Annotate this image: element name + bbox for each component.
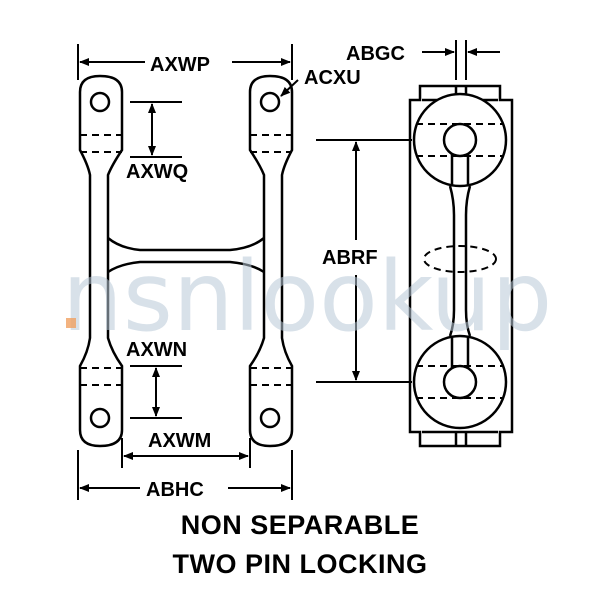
- side-top-boss: [412, 92, 508, 188]
- pin-hole-top-right: [259, 91, 281, 113]
- front-dimensions: [77, 44, 299, 500]
- label-abrf: ABRF: [322, 247, 378, 269]
- side-bottom-pin: [442, 364, 478, 400]
- label-abhc: ABHC: [146, 479, 204, 501]
- pin-hole-bottom-left: [89, 407, 111, 429]
- caption-line-1: NON SEPARABLE: [180, 510, 420, 540]
- pin-hole-top-left: [89, 91, 111, 113]
- side-outer-frame: [408, 84, 514, 448]
- watermark: nsnlookup: [62, 241, 552, 353]
- left-side-bar: [78, 74, 124, 448]
- label-axwq: AXWQ: [126, 161, 188, 183]
- side-dimensions: [316, 40, 500, 383]
- front-view-link: [78, 74, 294, 448]
- side-bottom-boss: [412, 334, 508, 430]
- watermark-accent-dot: [66, 318, 76, 328]
- label-axwp: AXWP: [150, 54, 210, 76]
- side-top-pin: [442, 122, 478, 158]
- caption-line-2: TWO PIN LOCKING: [172, 549, 428, 579]
- side-view-link: [408, 84, 514, 448]
- side-center-hidden-ellipse: [423, 245, 497, 273]
- label-axwn: AXWN: [126, 339, 187, 361]
- center-web: [107, 237, 265, 252]
- pin-hole-bottom-right: [259, 407, 281, 429]
- label-acxu: ACXU: [304, 67, 361, 89]
- label-abgc: ABGC: [346, 43, 405, 65]
- label-axwm: AXWM: [148, 430, 211, 452]
- right-side-bar: [248, 74, 294, 448]
